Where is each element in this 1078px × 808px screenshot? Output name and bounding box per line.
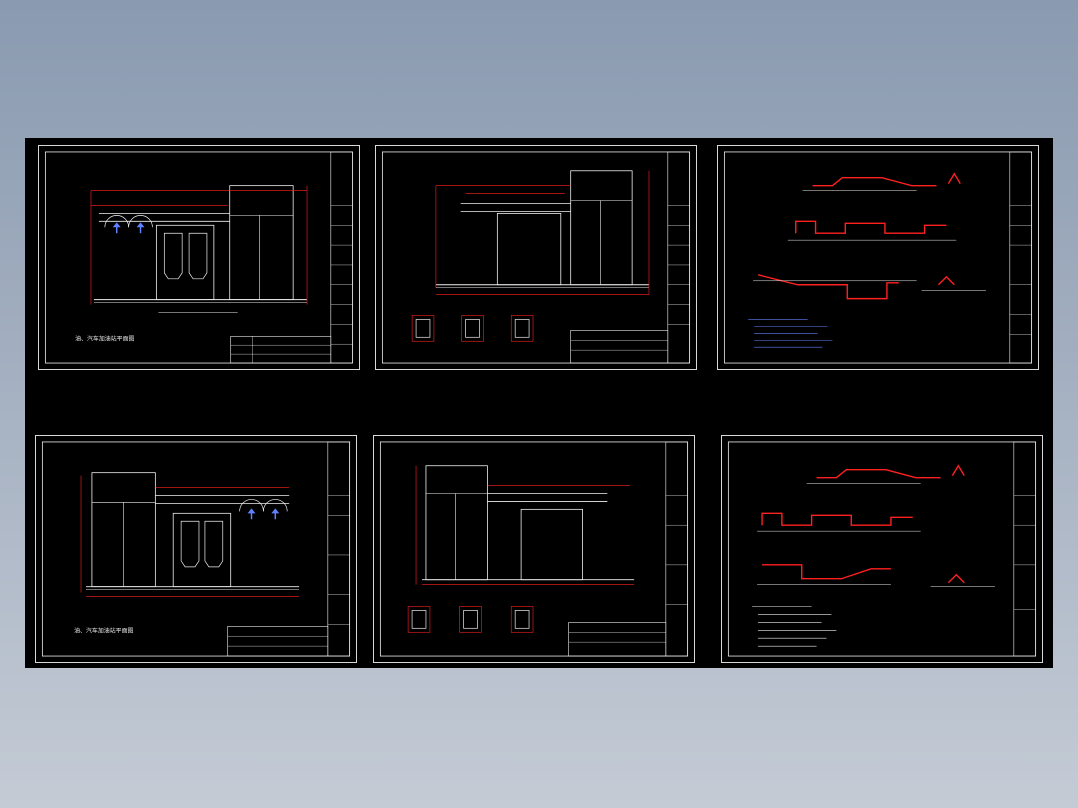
elevation-drawing-top bbox=[381, 151, 691, 364]
section-drawing-top bbox=[723, 151, 1033, 364]
drawing-sheet-section-top[interactable] bbox=[717, 145, 1039, 370]
drawing-sheet-section-bottom[interactable] bbox=[721, 435, 1043, 663]
sheet-title-text: 油、汽车加油站平面图 bbox=[74, 626, 133, 634]
elevation-drawing-bottom bbox=[379, 441, 689, 657]
drawing-sheet-elevation-top[interactable] bbox=[375, 145, 697, 370]
section-drawing-bottom bbox=[727, 441, 1037, 657]
cad-viewport[interactable]: 油、汽车加油站平面图 bbox=[25, 138, 1053, 668]
sheet-title-text: 油、汽车加油站平面图 bbox=[75, 334, 134, 342]
drawing-sheet-elevation-bottom[interactable] bbox=[373, 435, 695, 663]
plan-drawing-top: 油、汽车加油站平面图 bbox=[44, 151, 354, 364]
drawing-sheet-plan-top[interactable]: 油、汽车加油站平面图 bbox=[38, 145, 360, 370]
plan-drawing-bottom: 油、汽车加油站平面图 bbox=[41, 441, 351, 657]
drawing-sheet-plan-bottom[interactable]: 油、汽车加油站平面图 bbox=[35, 435, 357, 663]
